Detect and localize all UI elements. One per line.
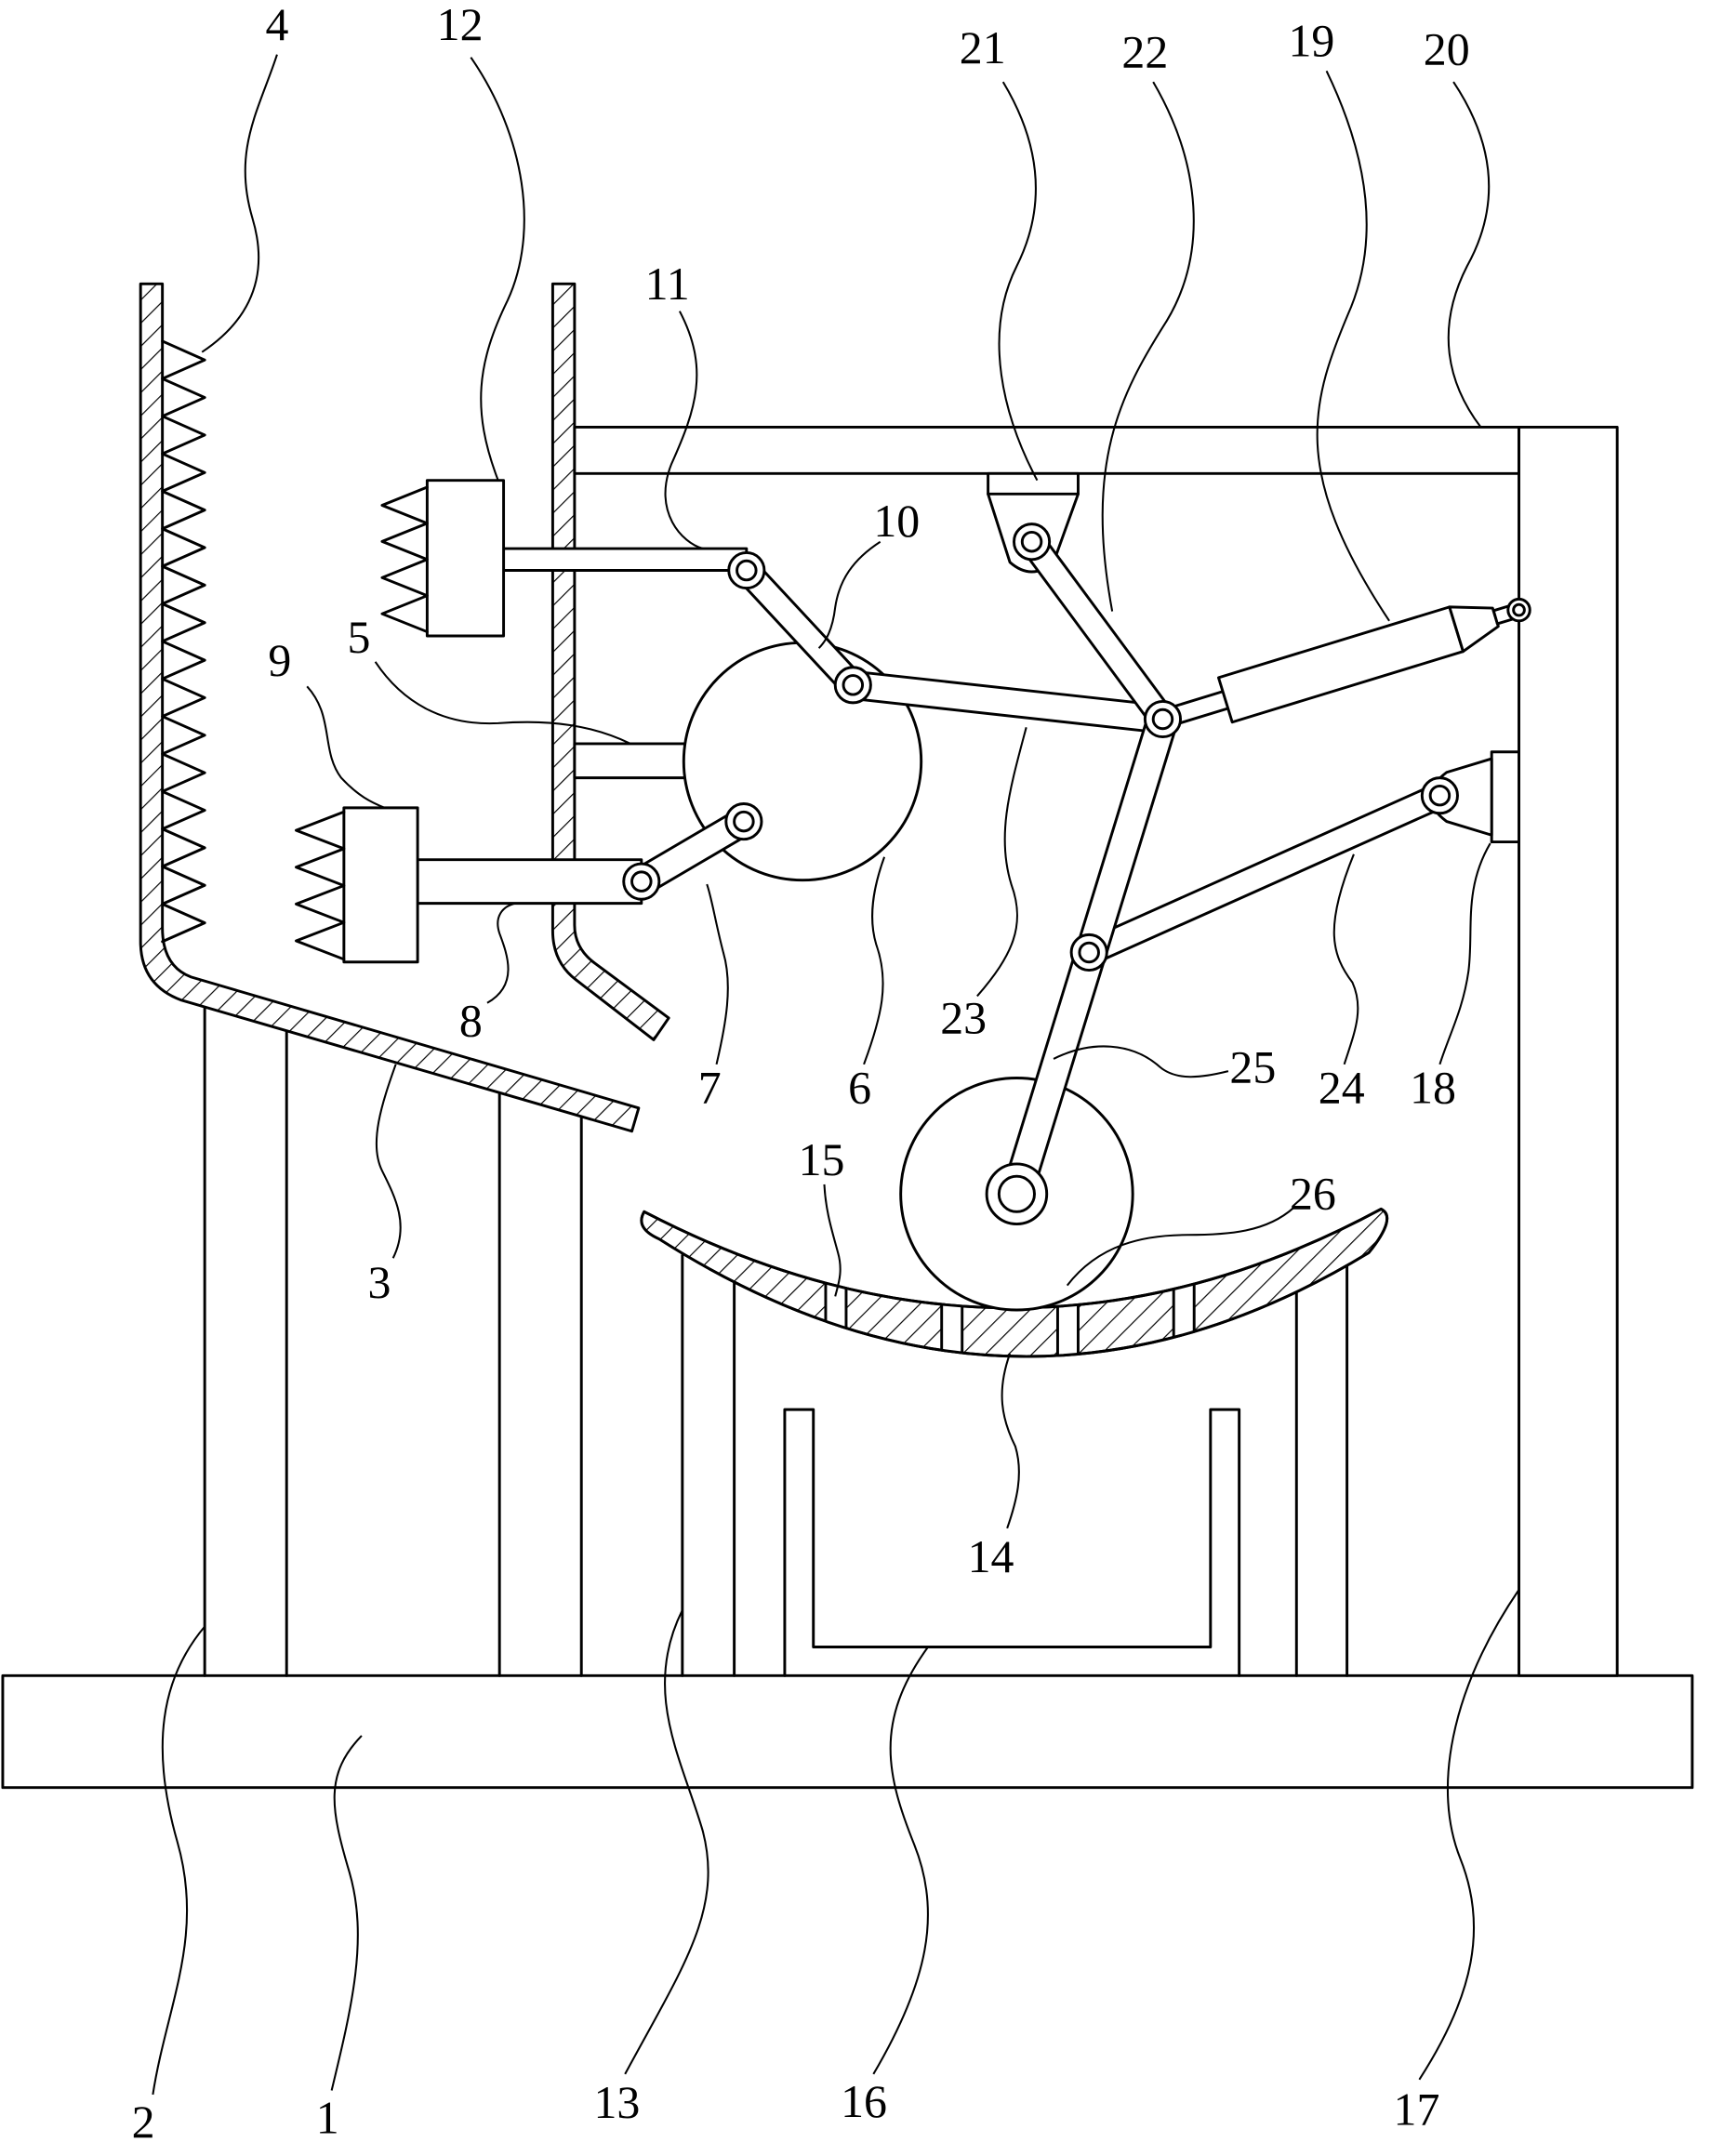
callout-11: 11 xyxy=(645,258,690,310)
callout-14: 14 xyxy=(968,1531,1014,1582)
leader-3 xyxy=(377,1065,401,1258)
leader-24 xyxy=(1334,854,1359,1065)
middle-guide-wall xyxy=(552,284,669,1039)
callout-23: 23 xyxy=(940,992,987,1043)
callout-10: 10 xyxy=(873,496,920,547)
lower-push-rod xyxy=(418,860,642,904)
leader-19 xyxy=(1318,71,1389,620)
pin-joint xyxy=(726,803,762,839)
callout-24: 24 xyxy=(1319,1062,1365,1113)
base-plate xyxy=(3,1675,1692,1787)
leader-7 xyxy=(707,884,728,1065)
leader-5 xyxy=(376,662,630,744)
leader-17 xyxy=(1419,1590,1518,2080)
callout-25: 25 xyxy=(1229,1041,1276,1092)
leader-14 xyxy=(1002,1354,1019,1528)
callout-16: 16 xyxy=(841,2076,887,2127)
callout-13: 13 xyxy=(593,2077,640,2128)
pin-joint xyxy=(835,668,870,703)
upper-block-teeth xyxy=(382,487,427,632)
callout-15: 15 xyxy=(799,1134,845,1185)
leader-8 xyxy=(487,904,516,1003)
left-frame-supports xyxy=(205,1007,581,1675)
leader-25 xyxy=(1054,1046,1228,1077)
callout-21: 21 xyxy=(960,22,1006,73)
callout-2: 2 xyxy=(132,2096,155,2148)
leader-22 xyxy=(1103,82,1194,611)
callout-8: 8 xyxy=(459,995,483,1046)
upper-push-rod xyxy=(504,549,747,570)
leader-9 xyxy=(307,686,385,808)
callout-22: 22 xyxy=(1121,26,1168,77)
pin-joint xyxy=(1145,701,1180,736)
right-post xyxy=(1519,427,1618,1675)
pin-joint xyxy=(729,552,764,588)
leader-6 xyxy=(864,857,884,1065)
leader-15 xyxy=(824,1184,840,1296)
callout-labels: 4 12 11 10 21 22 19 20 5 9 8 7 6 23 25 2… xyxy=(132,0,1470,2148)
leader-10 xyxy=(819,542,881,648)
roller-axle xyxy=(987,1164,1047,1224)
side-hinge-bracket xyxy=(1491,752,1518,842)
leader-23 xyxy=(977,727,1027,996)
wheel-mount-rod xyxy=(575,744,697,778)
pin-joint xyxy=(1422,778,1457,813)
top-beam xyxy=(575,427,1519,473)
callout-18: 18 xyxy=(1410,1062,1456,1113)
leader-21 xyxy=(1000,82,1038,481)
upper-toothed-block xyxy=(427,481,503,636)
callout-26: 26 xyxy=(1290,1169,1336,1220)
callout-6: 6 xyxy=(848,1062,871,1113)
pin-joint xyxy=(1071,934,1107,970)
pin-joint xyxy=(624,864,659,899)
callout-17: 17 xyxy=(1394,2084,1440,2136)
hydraulic-cylinder xyxy=(1160,605,1518,728)
pin-joint xyxy=(1508,599,1530,620)
leader-4 xyxy=(202,55,277,352)
callout-3: 3 xyxy=(368,1257,391,1308)
leader-18 xyxy=(1439,843,1490,1065)
callout-9: 9 xyxy=(268,635,291,686)
callout-5: 5 xyxy=(348,612,371,663)
callout-4: 4 xyxy=(265,0,288,50)
lower-toothed-block xyxy=(344,808,418,962)
fixed-saw-teeth xyxy=(163,341,205,942)
callout-7: 7 xyxy=(698,1062,722,1113)
callout-20: 20 xyxy=(1424,23,1470,74)
leader-20 xyxy=(1449,82,1489,427)
callout-19: 19 xyxy=(1288,16,1334,67)
leader-12 xyxy=(471,58,524,481)
callout-1: 1 xyxy=(316,2092,339,2143)
callout-12: 12 xyxy=(437,0,484,50)
lower-block-teeth xyxy=(296,812,343,959)
pin-joint xyxy=(1014,524,1049,560)
